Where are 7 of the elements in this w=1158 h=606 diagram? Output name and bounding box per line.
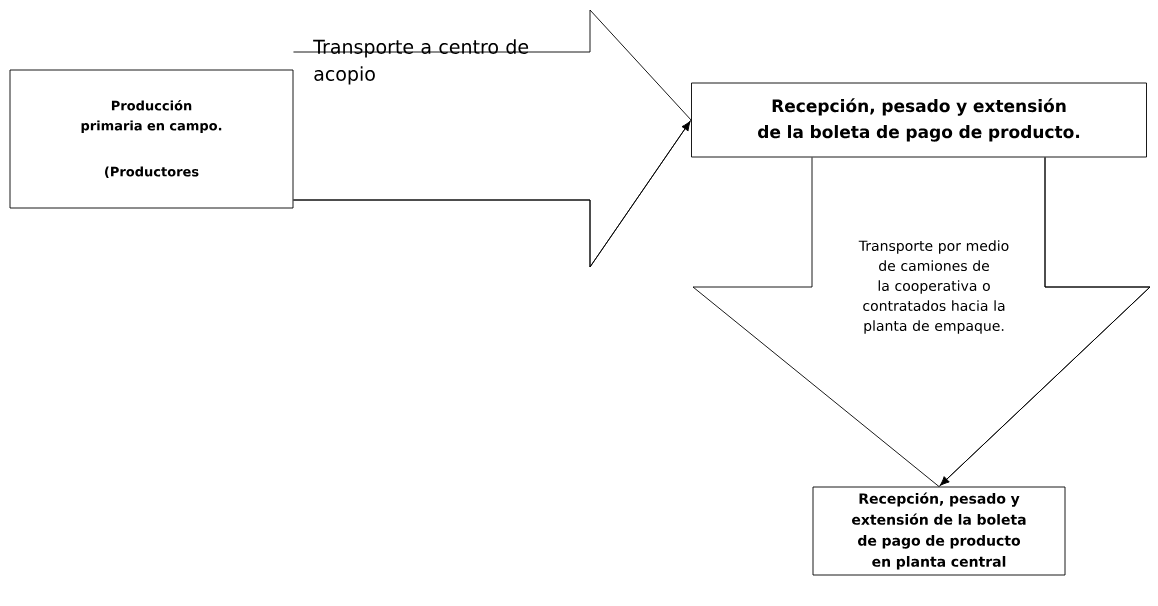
process-box: Recepción, pesado y extensión de la boleta de pago de producto en planta central: [812, 486, 1066, 576]
edge-label: Transporte por medio de camiones de la cooperativa o contratados hacia la planta de empaque.: [858, 240, 1009, 334]
edge-label: Transporte a centro de acopio: [313, 39, 529, 85]
process-box: Recepción, pesado y extensión de la boleta de pago de producto.: [691, 82, 1147, 158]
process-box: Producción primaria en campo. (Productores: [9, 69, 294, 209]
block-arrow: [692, 157, 1151, 487]
block-arrow: [293, 9, 692, 268]
